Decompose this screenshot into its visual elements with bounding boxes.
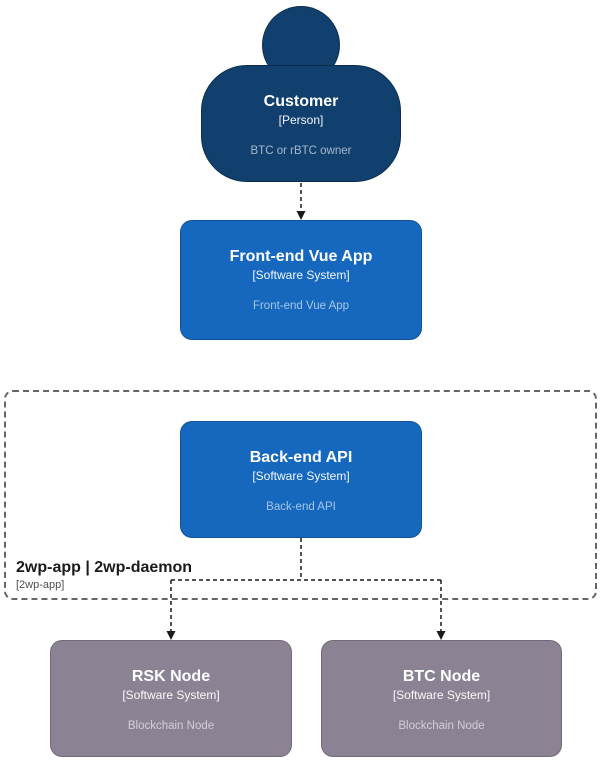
node-customer-name: Customer (263, 93, 339, 110)
node-customer-description: BTC or rBTC owner (250, 145, 352, 157)
node-btc-type: [Software System] (392, 688, 491, 702)
node-backend-name: Back-end API (249, 449, 353, 466)
node-backend-description: Back-end API (266, 501, 336, 513)
node-btc: BTC Node [Software System] Blockchain No… (321, 640, 562, 757)
node-frontend-vue-app: Front-end Vue App [Software System] Fron… (180, 220, 422, 340)
boundary-title: 2wp-app | 2wp-daemon (16, 559, 193, 576)
node-customer: Customer [Person] BTC or rBTC owner (201, 65, 401, 182)
node-rsk: RSK Node [Software System] Blockchain No… (50, 640, 292, 757)
boundary-label: 2wp-app | 2wp-daemon [2wp-app] (16, 558, 192, 592)
node-frontend-type: [Software System] (252, 268, 350, 282)
node-backend-type: [Software System] (252, 469, 350, 483)
node-rsk-description: Blockchain Node (127, 720, 215, 732)
node-backend-api: Back-end API [Software System] Back-end … (180, 421, 422, 538)
boundary-subtitle: [2wp-app] (16, 579, 65, 591)
node-btc-name: BTC Node (402, 668, 481, 685)
node-frontend-name: Front-end Vue App (229, 248, 373, 265)
node-rsk-type: [Software System] (122, 688, 220, 702)
node-btc-description: Blockchain Node (398, 720, 485, 732)
node-rsk-name: RSK Node (131, 668, 211, 685)
node-frontend-description: Front-end Vue App (252, 300, 350, 312)
boundary-2wp-app: 2wp-app | 2wp-daemon [2wp-app] (4, 390, 597, 600)
node-customer-type: [Person] (278, 113, 324, 127)
